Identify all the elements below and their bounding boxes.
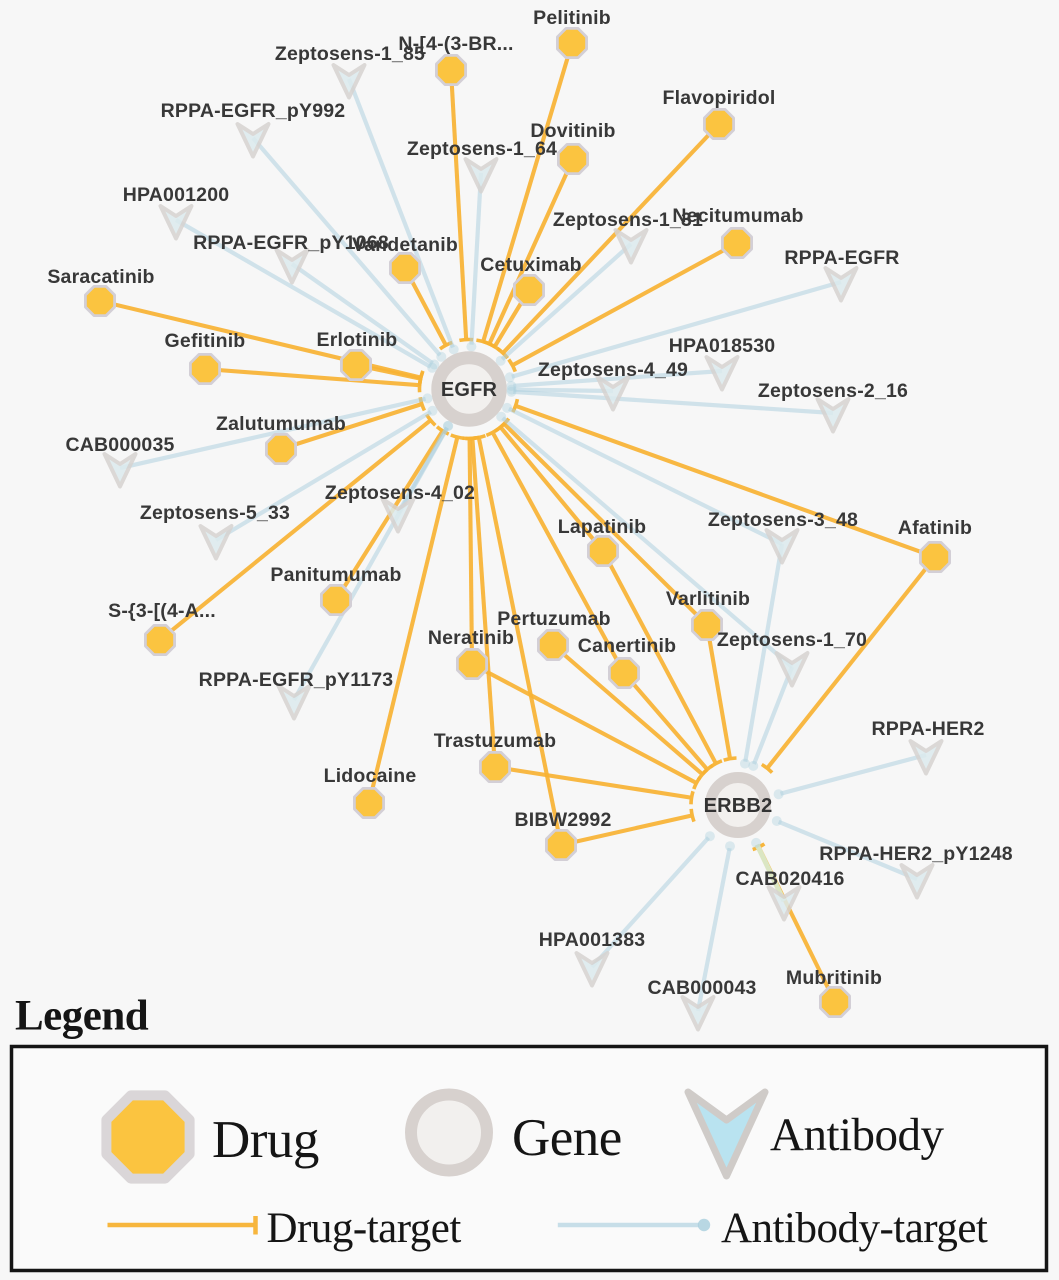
svg-text:Legend: Legend: [15, 993, 149, 1040]
svg-text:S-{3-[(4-A...: S-{3-[(4-A...: [108, 600, 216, 622]
svg-text:Flavopiridol: Flavopiridol: [663, 87, 776, 109]
svg-text:HPA001200: HPA001200: [123, 184, 230, 206]
svg-text:Dovitinib: Dovitinib: [530, 120, 615, 142]
svg-text:RPPA-HER2: RPPA-HER2: [871, 718, 984, 740]
svg-text:Pertuzumab: Pertuzumab: [497, 608, 611, 630]
svg-text:Erlotinib: Erlotinib: [317, 329, 398, 351]
svg-text:Lapatinib: Lapatinib: [558, 516, 646, 538]
svg-text:Zeptosens-4_49: Zeptosens-4_49: [538, 359, 688, 381]
svg-text:CAB000043: CAB000043: [647, 977, 756, 999]
svg-text:Zeptosens-5_33: Zeptosens-5_33: [140, 502, 290, 524]
svg-text:RPPA-HER2_pY1248: RPPA-HER2_pY1248: [819, 843, 1013, 865]
svg-text:Gefitinib: Gefitinib: [165, 330, 246, 352]
svg-text:Zeptosens-1_85: Zeptosens-1_85: [275, 43, 425, 65]
svg-text:N-[4-(3-BR...: N-[4-(3-BR...: [398, 33, 513, 55]
svg-text:CAB000035: CAB000035: [65, 434, 174, 456]
svg-text:Mubritinib: Mubritinib: [786, 967, 882, 989]
svg-text:Neratinib: Neratinib: [428, 627, 514, 649]
svg-text:RPPA-EGFR_pY992: RPPA-EGFR_pY992: [161, 100, 346, 122]
svg-text:Afatinib: Afatinib: [898, 517, 972, 539]
svg-text:Panitumumab: Panitumumab: [270, 564, 401, 586]
svg-text:Vandetanib: Vandetanib: [352, 234, 458, 256]
svg-text:Trastuzumab: Trastuzumab: [434, 730, 556, 752]
svg-text:Canertinib: Canertinib: [578, 635, 676, 657]
svg-text:Zeptosens-1_70: Zeptosens-1_70: [717, 629, 867, 651]
svg-text:RPPA-EGFR_pY1068: RPPA-EGFR_pY1068: [193, 232, 389, 254]
svg-text:HPA018530: HPA018530: [669, 335, 776, 357]
svg-text:Cetuximab: Cetuximab: [480, 254, 582, 276]
svg-text:BIBW2992: BIBW2992: [515, 809, 612, 831]
svg-text:Antibody: Antibody: [770, 1109, 945, 1161]
svg-text:Drug-target: Drug-target: [267, 1205, 462, 1252]
svg-text:ERBB2: ERBB2: [704, 795, 773, 817]
svg-text:Varlitinib: Varlitinib: [666, 588, 750, 610]
svg-text:Lidocaine: Lidocaine: [324, 765, 417, 787]
svg-text:RPPA-EGFR_pY1173: RPPA-EGFR_pY1173: [199, 669, 394, 691]
svg-text:Pelitinib: Pelitinib: [533, 7, 611, 29]
svg-text:RPPA-EGFR: RPPA-EGFR: [784, 247, 899, 269]
svg-text:EGFR: EGFR: [441, 379, 498, 401]
svg-text:HPA001383: HPA001383: [539, 929, 646, 951]
svg-text:Zalutumumab: Zalutumumab: [216, 413, 346, 435]
svg-text:Necitumumab: Necitumumab: [672, 205, 803, 227]
svg-text:Zeptosens-3_48: Zeptosens-3_48: [708, 509, 858, 531]
svg-text:Zeptosens-1_31: Zeptosens-1_31: [553, 209, 703, 231]
svg-text:Zeptosens-4_02: Zeptosens-4_02: [325, 482, 475, 504]
svg-text:Antibody-target: Antibody-target: [721, 1205, 988, 1252]
svg-text:Gene: Gene: [512, 1109, 622, 1167]
svg-text:CAB020416: CAB020416: [735, 868, 844, 890]
svg-text:Drug: Drug: [212, 1111, 319, 1169]
svg-text:Zeptosens-1_64: Zeptosens-1_64: [407, 138, 557, 160]
svg-text:Zeptosens-2_16: Zeptosens-2_16: [758, 380, 908, 402]
svg-text:Saracatinib: Saracatinib: [47, 266, 154, 288]
